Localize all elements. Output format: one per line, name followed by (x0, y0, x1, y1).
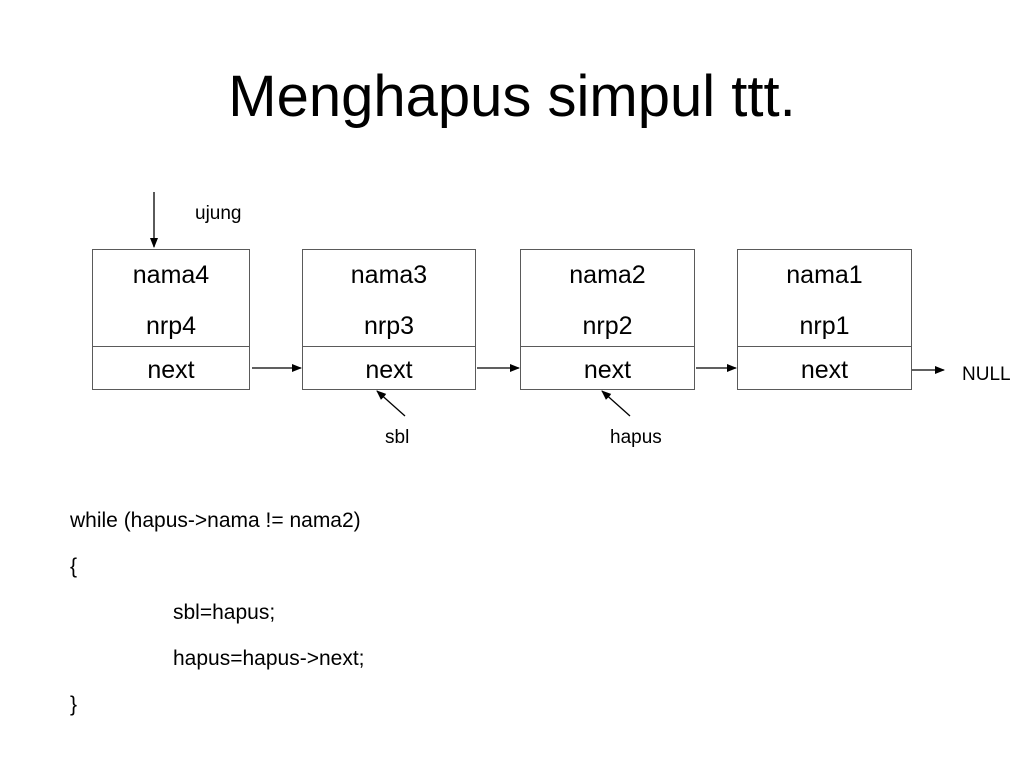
null-label: NULL (962, 364, 1011, 385)
code-line-sbl-assign: sbl=hapus; (173, 601, 276, 624)
node-nama-field: nama4 (132, 261, 210, 289)
node-divider (303, 346, 475, 347)
node-nama-field: nama3 (350, 261, 428, 289)
node-next-field: next (800, 356, 849, 384)
sbl-label: sbl (385, 427, 410, 448)
node-nrp-field: nrp4 (145, 312, 197, 340)
code-line-open-brace: { (70, 555, 78, 578)
node-divider (521, 346, 694, 347)
node-divider (738, 346, 911, 347)
node-nama1: nama1 nrp1 next (737, 249, 912, 390)
node-nama4: nama4 nrp4 next (92, 249, 250, 390)
node-next-field: next (365, 356, 413, 384)
code-line-close-brace: } (70, 693, 78, 716)
ujung-label: ujung (195, 203, 242, 224)
node-nama-field: nama1 (786, 261, 863, 289)
code-line-while: while (hapus->nama != nama2) (70, 509, 361, 532)
hapus-label: hapus (610, 427, 662, 448)
slide-title: Menghapus simpul ttt. (228, 64, 796, 129)
sbl-pointer-arrow (376, 390, 406, 417)
node-nrp-field: nrp1 (799, 312, 850, 340)
node-nrp-field: nrp2 (582, 312, 633, 340)
node-divider (93, 346, 249, 347)
node-nrp-field: nrp3 (363, 312, 415, 340)
node-next-field: next (583, 356, 632, 384)
node-nama3: nama3 nrp3 next (302, 249, 476, 390)
node-nama-field: nama2 (569, 261, 646, 289)
hapus-pointer-arrow (601, 390, 631, 417)
code-line-hapus-assign: hapus=hapus->next; (173, 647, 365, 670)
node-nama2: nama2 nrp2 next (520, 249, 695, 390)
node-next-field: next (147, 356, 195, 384)
